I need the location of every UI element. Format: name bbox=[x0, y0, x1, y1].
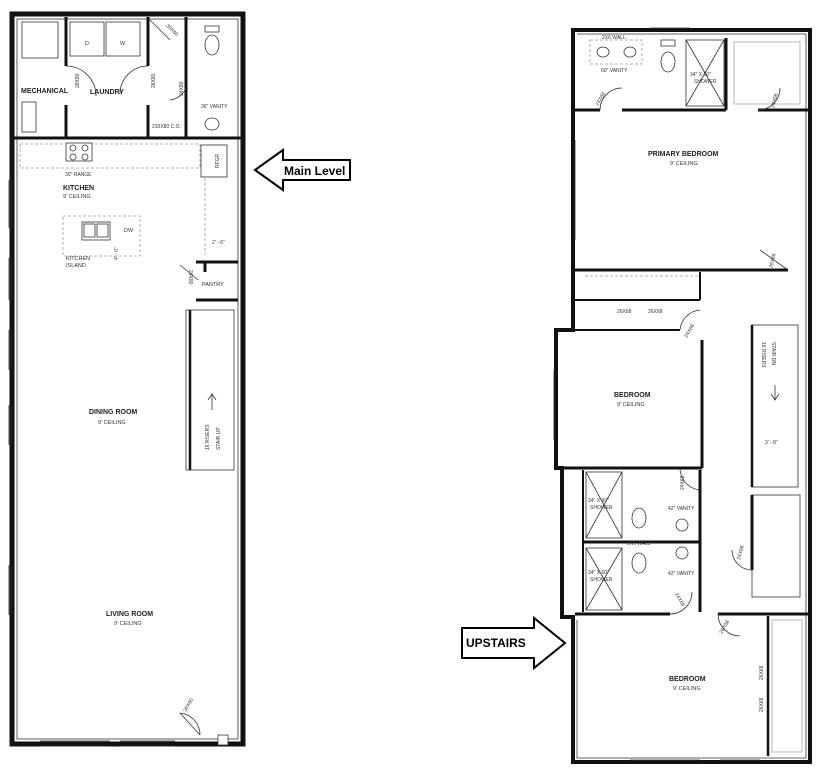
door-primary-1-label: 24X68 bbox=[595, 91, 608, 107]
shower-a-label-2: SHOWER bbox=[590, 505, 613, 511]
wall-top-label: 2X6 WALL bbox=[602, 35, 626, 41]
main-inner-wall bbox=[16, 18, 239, 740]
upstairs-callout-label: UPSTAIRS bbox=[466, 636, 526, 650]
shower-top-label-2: SHOWER bbox=[694, 79, 717, 85]
wall-mid-label: 2X6 WALL bbox=[627, 541, 651, 547]
bath-a-toilet bbox=[631, 507, 647, 529]
living-ceiling-label: 9' CEILING bbox=[114, 621, 142, 627]
mech-unit bbox=[21, 21, 59, 59]
main-level-callout: Main Level bbox=[253, 148, 351, 192]
living-label: LIVING ROOM bbox=[106, 611, 153, 618]
upstairs-callout: UPSTAIRS bbox=[461, 615, 567, 671]
door-pantry-label: 24X80 bbox=[187, 270, 193, 285]
main-stair bbox=[185, 309, 235, 471]
bedroom-1-ceiling-label: 9' CEILING bbox=[617, 402, 645, 408]
washer bbox=[105, 21, 141, 57]
kitchen-label: KITCHEN bbox=[63, 185, 94, 192]
hall-closet bbox=[751, 494, 801, 598]
vanity-42-a-label: 42" VANITY bbox=[668, 506, 695, 512]
dryer-label: D bbox=[85, 41, 89, 47]
closet-co-label: 210X80 C.O. bbox=[152, 124, 181, 130]
stair-up-label: STAIR UP bbox=[216, 427, 222, 450]
door-closet-2-label: 26X68 bbox=[648, 309, 663, 315]
island-dim-label: 4' - 0" bbox=[114, 247, 120, 260]
primary-toilet bbox=[660, 51, 676, 73]
stair-risers-label: 16 RISERS bbox=[205, 424, 211, 450]
range bbox=[65, 142, 93, 162]
upstairs-outer-wall bbox=[554, 28, 812, 764]
kitchen-ceiling-label: 9' CEILING bbox=[63, 194, 91, 200]
dryer bbox=[69, 21, 105, 57]
main-left-windows bbox=[8, 180, 12, 615]
door-hall-label: 30X80 bbox=[165, 23, 180, 38]
stair-dn-label: STAIR DN bbox=[770, 342, 776, 365]
main-level-plan: MECHANICAL LAUNDRY D W 36" VANITY 210X80… bbox=[8, 11, 246, 747]
vanity-36-label: 36" VANITY bbox=[201, 104, 228, 110]
shower-b-label-2: SHOWER bbox=[590, 577, 613, 583]
door-closet-hall-label: 24X68 bbox=[736, 545, 746, 561]
door-bath-a-label: 24X68 bbox=[680, 475, 686, 490]
primary-ceiling-label: 9' CEILING bbox=[670, 161, 698, 167]
stair-dim-label: 3' - 8" bbox=[765, 440, 778, 446]
main-front-windows bbox=[40, 740, 175, 747]
primary-label: PRIMARY BEDROOM bbox=[648, 151, 719, 158]
stair-risers-up-label: 16 RISERS bbox=[760, 342, 766, 368]
shower-a-label-1: 34" X 60" bbox=[588, 498, 609, 504]
door-bath-b-label: 24X68 bbox=[673, 592, 686, 608]
kitchen-counter bbox=[19, 143, 201, 169]
island-label-1: KITCHEN bbox=[66, 256, 90, 262]
door-bed1-label: 24X68 bbox=[684, 323, 697, 339]
door-primary-2-label: 24X68 bbox=[770, 93, 780, 109]
bedroom-2-ceiling-label: 9' CEILING bbox=[673, 686, 701, 692]
rfgr-label: RFGR bbox=[215, 153, 221, 168]
shower-top-label-1: 34" X 60" bbox=[690, 72, 711, 78]
mechanical-label: MECHANICAL bbox=[21, 88, 69, 95]
vanity-42-b-label: 42" VANITY bbox=[668, 571, 695, 577]
shower-b-label-1: 34" X 60" bbox=[588, 570, 609, 576]
door-laundry-label: 28X80 bbox=[151, 73, 157, 88]
main-level-callout-label: Main Level bbox=[284, 164, 345, 178]
door-mech-label: 28X80 bbox=[75, 73, 81, 88]
dining-label: DINING ROOM bbox=[89, 409, 137, 416]
washer-label: W bbox=[120, 41, 126, 47]
dw-label: DW bbox=[124, 228, 134, 234]
bedroom-2-label: BEDROOM bbox=[669, 676, 706, 683]
door-bath-label: 24X80 bbox=[179, 81, 185, 96]
refrigerator bbox=[200, 144, 228, 178]
bedroom-1-label: BEDROOM bbox=[614, 392, 651, 399]
hall-dim-label: 2' - 6" bbox=[212, 240, 225, 246]
bath-b-toilet bbox=[631, 552, 647, 574]
door-bed2-closet-2-label: 26X68 bbox=[759, 697, 765, 712]
bath-b-sink bbox=[675, 546, 689, 560]
bath-a-sink bbox=[675, 518, 689, 532]
door-hall-1-label: 26X68 bbox=[768, 253, 778, 269]
door-bed2-label: 26X68 bbox=[719, 619, 732, 635]
door-bed2-closet-1-label: 26X68 bbox=[759, 665, 765, 680]
door-front-label: 30X80 bbox=[183, 697, 196, 713]
upstairs-plan: 2X6 WALL 60" VANITY 34" X 60" SHOWER 24X… bbox=[553, 27, 812, 764]
range-label: 30" RANGE bbox=[65, 172, 92, 178]
door-closet-1-label: 26X68 bbox=[617, 309, 632, 315]
main-outer-wall bbox=[9, 11, 246, 747]
island-label-2: ISLAND bbox=[66, 263, 86, 269]
pantry-label: PANTRY bbox=[202, 282, 224, 288]
main-toilet bbox=[204, 34, 220, 56]
laundry-label: LAUNDRY bbox=[90, 89, 124, 96]
dining-ceiling-label: 9' CEILING bbox=[98, 420, 126, 426]
main-vanity-sink bbox=[204, 117, 220, 131]
vanity-60-label: 60" VANITY bbox=[601, 68, 628, 74]
